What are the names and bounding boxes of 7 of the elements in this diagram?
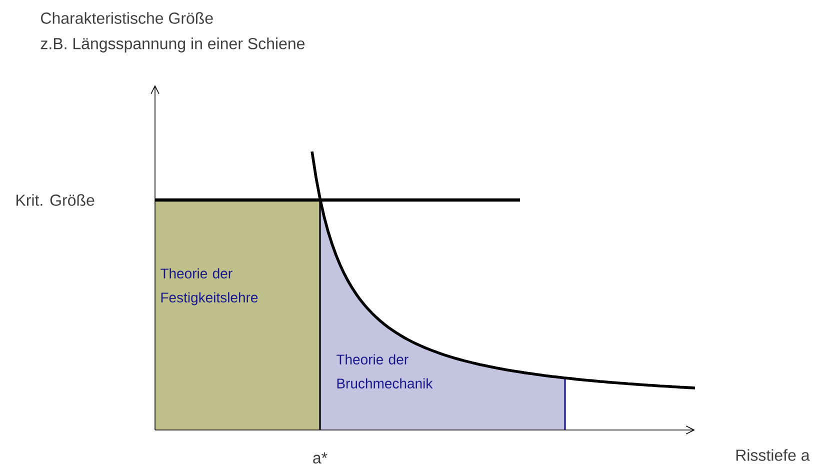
region: Theorie der Bruchmechanik bbox=[320, 198, 565, 430]
value-label: Krit. Größe bbox=[16, 194, 94, 206]
axis-title: z.B. Längsspannung in einer Schiene bbox=[40, 38, 305, 52]
axis-title: Charakteristische Größe bbox=[41, 12, 213, 24]
region: Theorie der Festigkeitslehre bbox=[155, 200, 320, 430]
axis-title: Risstiefe a bbox=[736, 449, 810, 461]
tick-label: a* bbox=[313, 452, 328, 464]
